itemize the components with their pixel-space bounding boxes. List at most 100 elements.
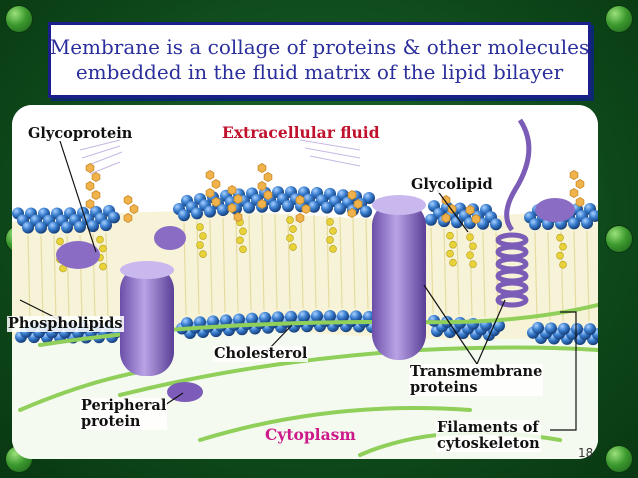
label-transmembrane-proteins: Transmembrane proteins <box>409 364 544 396</box>
lipid-tail <box>365 219 369 309</box>
phospholipid-head-top <box>217 204 229 217</box>
lipid-tail <box>261 214 265 310</box>
phospholipid-head-top <box>74 220 86 233</box>
cholesterol-bead <box>556 233 564 242</box>
lipid-tail <box>573 231 577 322</box>
label-cytoplasm: Cytoplasm <box>265 425 356 444</box>
sugar-unit <box>211 197 221 207</box>
cholesterol-bead <box>556 251 564 260</box>
lipid-tail <box>248 215 252 311</box>
phospholipid-head-bottom <box>571 322 583 335</box>
sugar-unit <box>227 203 237 213</box>
sugar-unit <box>295 195 305 205</box>
lipid-tail <box>339 216 343 309</box>
cholesterol-bead <box>466 251 474 259</box>
lipid-tail <box>313 214 317 309</box>
sugar-unit <box>205 188 215 198</box>
sugar-unit <box>441 213 451 223</box>
sugar-unit <box>569 188 579 198</box>
sugar-unit <box>569 170 579 180</box>
cholesterol-bead <box>466 233 474 241</box>
sugar-unit <box>465 205 475 215</box>
sugar-unit <box>233 194 243 204</box>
cholesterol-bead <box>449 258 457 267</box>
lipid-tail <box>326 215 330 309</box>
phospholipid-head-bottom <box>532 321 544 334</box>
phospholipid-head-top <box>360 205 372 218</box>
cholesterol-bead <box>289 225 297 233</box>
phospholipid-head-top <box>61 221 73 234</box>
transmembrane-protein-left <box>120 266 174 376</box>
phospholipid-head-bottom <box>311 310 323 323</box>
phospholipid-head-top <box>581 217 593 230</box>
cholesterol-bead <box>239 227 247 236</box>
cholesterol-bead <box>286 216 294 224</box>
helical-transmembrane-protein <box>495 118 532 308</box>
sugar-unit <box>123 213 133 223</box>
title-line-1: Membrane is a collage of proteins & othe… <box>49 35 590 59</box>
phospholipid-head-bottom <box>324 310 336 323</box>
sugar-unit <box>575 197 585 207</box>
phospholipid-head-top <box>48 221 60 234</box>
sugar-unit <box>257 163 267 173</box>
corner-dot-mid-right <box>606 226 632 252</box>
phospholipid-head-top <box>568 217 580 230</box>
phospholipid-head-top <box>87 220 99 233</box>
phospholipid-head-top <box>425 213 437 226</box>
lipid-tail <box>53 235 57 320</box>
sugar-unit <box>301 204 311 214</box>
phospholipid-head-bottom <box>584 323 596 336</box>
lipid-tail <box>274 214 278 310</box>
label-glycoprotein: Glycoprotein <box>28 125 133 142</box>
sugar-unit <box>123 195 133 205</box>
sugar-unit <box>85 163 95 173</box>
cholesterol-bead <box>199 250 207 258</box>
peripheral-protein-shape <box>167 382 203 402</box>
label-transmembrane-line-2: proteins <box>410 379 478 396</box>
lipid-tail <box>443 229 447 314</box>
label-peripheral-line-1: Peripheral <box>81 397 167 414</box>
lipid-tail <box>222 218 226 313</box>
cholesterol-bead <box>99 244 107 253</box>
sugar-unit <box>91 172 101 182</box>
phospholipid-head-top <box>282 200 294 213</box>
phospholipid-head-top <box>451 216 463 229</box>
lipid-tail <box>40 235 44 320</box>
cholesterol-bead <box>329 227 337 235</box>
cholesterol-bead <box>239 245 247 254</box>
phospholipid-head-top <box>269 200 281 213</box>
phospholipid-head-top <box>308 200 320 213</box>
cholesterol-bead <box>446 231 454 240</box>
label-filaments-line-2: cytoskeleton <box>437 435 540 452</box>
title-box: Membrane is a collage of proteins & othe… <box>48 22 591 98</box>
cholesterol-bead <box>236 236 244 245</box>
sugar-unit <box>227 185 237 195</box>
cholesterol-bead <box>559 242 567 251</box>
label-glycolipid: Glycolipid <box>410 176 494 193</box>
phospholipid-head-bottom <box>298 310 310 323</box>
sugar-unit <box>257 199 267 209</box>
phospholipid-head-top <box>334 202 346 215</box>
sugar-unit <box>257 181 267 191</box>
cholesterol-bead <box>559 260 567 269</box>
sugar-unit <box>263 190 273 200</box>
phospholipid-head-top <box>22 221 34 234</box>
label-filaments-line-1: Filaments of <box>437 419 539 436</box>
cholesterol-molecules <box>56 216 567 273</box>
sugar-unit <box>353 199 363 209</box>
corner-dot-top-right <box>606 6 632 32</box>
sugar-unit <box>471 214 481 224</box>
label-cholesterol: Cholesterol <box>213 345 309 362</box>
phospholipid-head-bottom <box>207 315 219 328</box>
phospholipid-head-bottom <box>246 312 258 325</box>
corner-dot-bottom-right <box>606 446 632 472</box>
phospholipid-head-top <box>35 221 47 234</box>
cholesterol-bead <box>449 240 457 249</box>
sugar-unit <box>129 204 139 214</box>
phospholipid-head-bottom <box>181 317 193 330</box>
phospholipid-head-top <box>321 201 333 214</box>
cholesterol-bead <box>196 223 204 231</box>
phospholipid-head-top <box>529 218 541 231</box>
